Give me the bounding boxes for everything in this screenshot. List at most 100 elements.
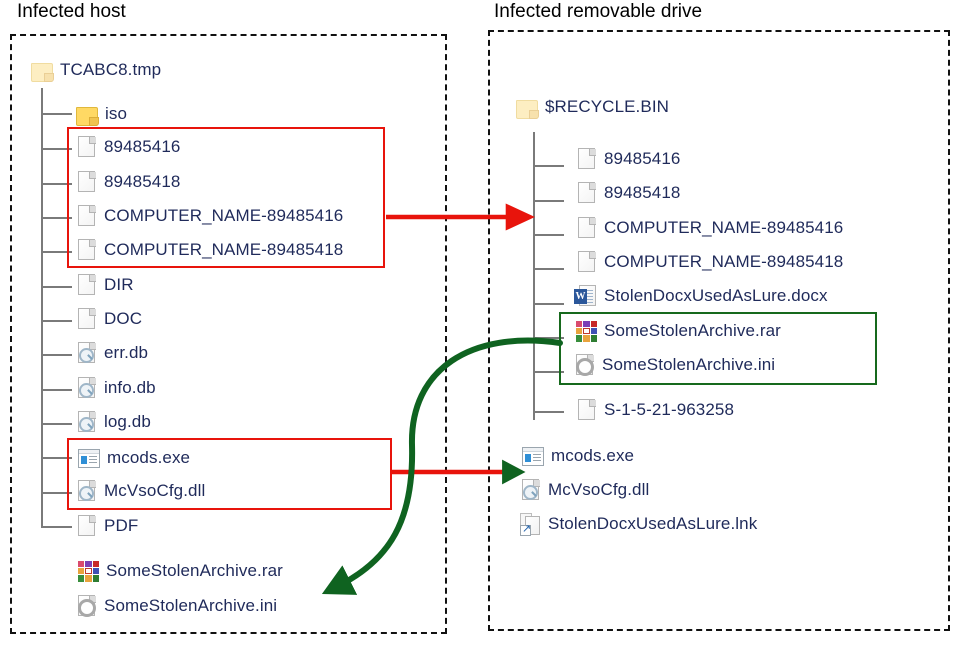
tree-root-label: $RECYCLE.BIN [545, 97, 670, 116]
tree-item-label: err.db [104, 343, 149, 362]
database-file-icon [78, 479, 97, 503]
folder-icon [76, 105, 99, 126]
panel-title-infected-host: Infected host [17, 1, 126, 22]
tree-item-mcods-exe[interactable]: mcods.exe [78, 445, 190, 471]
tree-item-info-db[interactable]: info.db [78, 375, 156, 401]
panel-infected-removable-drive [488, 30, 950, 631]
ini-file-icon [78, 594, 97, 618]
tree-item-89485418[interactable]: 89485418 [578, 180, 680, 206]
tree-item-computer-name-89485418[interactable]: COMPUTER_NAME-89485418 [578, 249, 843, 275]
tree-item-somestolenarchive-ini[interactable]: SomeStolenArchive.ini [576, 352, 775, 378]
tree-item-label: S-1-5-21-963258 [604, 400, 735, 419]
tree-branch-host-8 [41, 389, 72, 391]
executable-icon [522, 446, 544, 466]
executable-icon [78, 448, 100, 468]
highlight-box-green-stolen-archive-drive [559, 312, 877, 385]
file-icon [578, 398, 597, 422]
tree-item-89485418[interactable]: 89485418 [78, 169, 180, 195]
tree-branch-host-0 [41, 113, 72, 115]
tree-branch-host-6 [41, 320, 72, 322]
file-icon [78, 273, 97, 297]
tree-item-label: COMPUTER_NAME-89485418 [104, 240, 344, 259]
tree-branch-host-1 [41, 148, 72, 150]
tree-item-label: 89485416 [104, 137, 181, 156]
tree-branch-drive-7 [533, 411, 564, 413]
tree-item-sid-folder[interactable]: S-1-5-21-963258 [578, 397, 734, 423]
tree-branch-drive-0 [533, 165, 564, 167]
tree-branch-host-5 [41, 286, 72, 288]
loose-item-somestolenarchive-rar[interactable]: SomeStolenArchive.rar [78, 558, 283, 584]
loose-item-mcods-exe[interactable]: mcods.exe [522, 443, 634, 469]
file-icon [78, 238, 97, 262]
ini-file-icon [576, 353, 595, 377]
file-icon [78, 135, 97, 159]
tree-item-err-db[interactable]: err.db [78, 340, 148, 366]
highlight-box-red-dropped-files-host [67, 127, 385, 268]
tree-item-label: 89485416 [604, 149, 681, 168]
tree-item-somestolenarchive-rar[interactable]: SomeStolenArchive.rar [576, 318, 781, 344]
tree-branch-drive-4 [533, 303, 564, 305]
loose-item-label: mcods.exe [551, 446, 635, 465]
tree-item-89485416[interactable]: 89485416 [578, 146, 680, 172]
file-icon [78, 514, 97, 538]
tree-item-label: COMPUTER_NAME-89485418 [604, 252, 844, 271]
tree-item-label: McVsoCfg.dll [104, 481, 206, 500]
tree-branch-host-10 [41, 457, 72, 459]
loose-item-label: SomeStolenArchive.rar [106, 561, 283, 580]
tree-branch-host-11 [41, 492, 72, 494]
file-icon [578, 147, 597, 171]
database-file-icon [78, 341, 97, 365]
database-file-icon [522, 478, 541, 502]
tree-item-computer-name-89485418[interactable]: COMPUTER_NAME-89485418 [78, 237, 343, 263]
tree-branch-host-12 [41, 526, 72, 528]
shortcut-icon [520, 512, 541, 536]
tree-item-stolendocxusedaslure-docx[interactable]: W StolenDocxUsedAsLure.docx [574, 283, 828, 309]
tree-item-iso[interactable]: iso [76, 101, 127, 127]
tree-item-label: log.db [104, 412, 151, 431]
tree-item-label: PDF [104, 516, 139, 535]
tree-item-label: StolenDocxUsedAsLure.docx [604, 286, 828, 305]
tree-item-label: iso [105, 104, 128, 123]
loose-item-mcvsocfg-dll[interactable]: McVsoCfg.dll [522, 477, 649, 503]
file-icon [78, 170, 97, 194]
file-icon [578, 216, 597, 240]
tree-branch-drive-3 [533, 268, 564, 270]
file-icon [78, 307, 97, 331]
tree-item-label: DIR [104, 275, 134, 294]
tree-item-89485416[interactable]: 89485416 [78, 134, 180, 160]
database-file-icon [78, 376, 97, 400]
tree-root-host[interactable]: TCABC8.tmp [31, 57, 161, 83]
tree-item-log-db[interactable]: log.db [78, 409, 151, 435]
tree-item-label: 89485418 [104, 172, 181, 191]
panel-title-infected-removable-drive: Infected removable drive [494, 1, 703, 22]
tree-item-label: COMPUTER_NAME-89485416 [604, 218, 844, 237]
rar-archive-icon [78, 560, 99, 582]
loose-item-label: StolenDocxUsedAsLure.lnk [548, 514, 758, 533]
word-document-icon: W [574, 284, 597, 308]
tree-branch-host-7 [41, 354, 72, 356]
tree-item-dir[interactable]: DIR [78, 272, 134, 298]
file-icon [78, 204, 97, 228]
tree-item-label: DOC [104, 309, 143, 328]
tree-trunk-host [41, 88, 43, 528]
tree-root-label: TCABC8.tmp [60, 60, 162, 79]
tree-item-label: COMPUTER_NAME-89485416 [104, 206, 344, 225]
tree-branch-drive-1 [533, 200, 564, 202]
database-file-icon [78, 410, 97, 434]
tree-branch-host-4 [41, 251, 72, 253]
tree-item-label: 89485418 [604, 183, 681, 202]
tree-item-computer-name-89485416[interactable]: COMPUTER_NAME-89485416 [578, 215, 843, 241]
tree-item-doc[interactable]: DOC [78, 306, 142, 332]
file-icon [578, 181, 597, 205]
tree-item-mcvsocfg-dll[interactable]: McVsoCfg.dll [78, 478, 205, 504]
tree-item-label: info.db [104, 378, 156, 397]
tree-root-drive[interactable]: $RECYCLE.BIN [516, 94, 669, 120]
tree-branch-host-2 [41, 183, 72, 185]
loose-item-somestolenarchive-ini[interactable]: SomeStolenArchive.ini [78, 593, 277, 619]
folder-icon [516, 98, 539, 119]
tree-item-computer-name-89485416[interactable]: COMPUTER_NAME-89485416 [78, 203, 343, 229]
folder-icon [31, 61, 54, 82]
tree-item-pdf[interactable]: PDF [78, 513, 138, 539]
loose-item-stolendocxusedaslure-lnk[interactable]: StolenDocxUsedAsLure.lnk [520, 511, 757, 537]
